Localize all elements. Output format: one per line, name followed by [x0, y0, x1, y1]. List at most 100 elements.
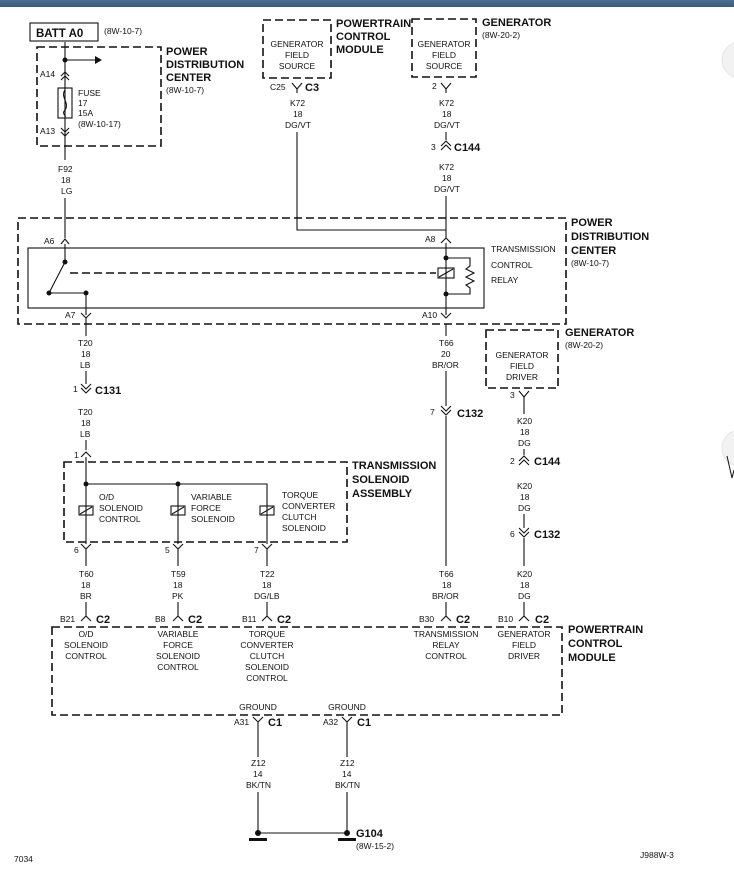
pcm-bottom-title-3: MODULE	[568, 652, 616, 664]
b30-connector-icon	[440, 614, 452, 622]
pcm-top-box-2: FIELD	[285, 50, 309, 60]
pcm-top-title-3: MODULE	[336, 44, 384, 56]
pcm-top-box-3: SOURCE	[279, 61, 316, 71]
pcm-ground-b-pin: A32	[323, 717, 338, 727]
pcm-b10-label-3: DRIVER	[508, 651, 540, 661]
pcm-b8-label-1: VARIABLE	[158, 629, 199, 639]
t66-a-2: 20	[441, 349, 451, 359]
pcm-b8-label-3: SOLENOID	[156, 651, 200, 661]
pcm-b11-conn: C2	[277, 614, 291, 626]
pcm-ground-b-conn: C1	[357, 717, 371, 729]
pcm-top-title-1: POWERTRAIN	[336, 18, 411, 30]
pdc-mid-ref: (8W-10-7)	[571, 258, 609, 268]
gen-mid-pin: 3	[510, 390, 515, 400]
gen-mid-ref: (8W-20-2)	[565, 340, 603, 350]
pcm-b11-label-2: CONVERTER	[240, 640, 293, 650]
sol3-label-1: TORQUE	[282, 490, 319, 500]
sol2-label-3: SOLENOID	[191, 514, 235, 524]
f92-wire-1: F92	[58, 164, 73, 174]
gen-top-connector-icon	[440, 82, 452, 93]
batt-arrow-icon	[95, 56, 102, 64]
gen-top-box-2: FIELD	[432, 50, 456, 60]
sol1-label-1: O/D	[99, 492, 114, 502]
t22-3: DG/LB	[254, 591, 280, 601]
gen-mid-box-2: FIELD	[510, 361, 534, 371]
gen-top-box-1: GENERATOR	[417, 39, 470, 49]
batt-label: BATT A0	[36, 28, 83, 40]
pcm-b8-label-2: FORCE	[163, 640, 193, 650]
footer-right: J988W-3	[640, 850, 674, 860]
footer-left: 7034	[14, 854, 33, 864]
t66-b-1: T66	[439, 569, 454, 579]
fuse-label-1: FUSE	[78, 88, 101, 98]
t20-b-1: T20	[78, 407, 93, 417]
pcm-ground-a-pin: A31	[234, 717, 249, 727]
t60-1: T60	[79, 569, 94, 579]
k20-b-1: K20	[517, 481, 532, 491]
k20-a-3: DG	[518, 438, 531, 448]
pdc-top-box	[36, 46, 162, 147]
pcm-b30-conn: C2	[456, 614, 470, 626]
pdc-top-title-1: POWER	[166, 46, 208, 58]
tsa-pin-in: 1	[74, 450, 79, 460]
pcm-b8-label-4: CONTROL	[157, 662, 199, 672]
sol3-coil-slash	[260, 506, 274, 515]
pdc-mid-pin-a10: A10	[422, 310, 437, 320]
t20-b-3: LB	[80, 429, 91, 439]
k72-gen-b-1: K72	[439, 162, 454, 172]
pdc-mid-pin-a6: A6	[44, 236, 55, 246]
t22-1: T22	[260, 569, 275, 579]
pcm-b8-conn: C2	[188, 614, 202, 626]
t59-1: T59	[171, 569, 186, 579]
pcm-top-box-1: GENERATOR	[270, 39, 323, 49]
edge-circle-mid	[721, 430, 734, 466]
pcm-top-conn: C3	[305, 82, 319, 94]
pcm-ground-b-label: GROUND	[328, 702, 366, 712]
c25-connector-icon	[291, 82, 303, 93]
sol2-label-2: FORCE	[191, 503, 221, 513]
sol2-coil	[170, 505, 186, 516]
c144-low: C144	[534, 456, 561, 468]
pcm-b10-label-1: GENERATOR	[497, 629, 550, 639]
pdc-mid-title-1: POWER	[571, 217, 613, 229]
pcm-b11-pin: B11	[242, 614, 257, 624]
sol1-label-2: SOLENOID	[99, 503, 143, 513]
pcm-b21-label-3: CONTROL	[65, 651, 107, 661]
pcm-b21-label-1: O/D	[78, 629, 93, 639]
fuse-label-4: (8W-10-17)	[78, 119, 121, 129]
a6-connector-icon	[60, 238, 70, 245]
a13-connector-icon	[60, 127, 70, 137]
b10-connector-icon	[518, 614, 530, 622]
gen-mid-title: GENERATOR	[565, 327, 634, 339]
c131-pin: 1	[73, 384, 78, 394]
c144-low-connector-icon	[518, 455, 530, 466]
t66-b-2: 18	[442, 580, 452, 590]
ground-b-icon	[338, 838, 356, 841]
fuse-box	[57, 87, 73, 119]
sol2-label-1: VARIABLE	[191, 492, 232, 502]
b8-connector-icon	[172, 614, 184, 622]
tsa-pin-6: 6	[74, 545, 79, 555]
c144-top: C144	[454, 142, 481, 154]
k20-b-3: DG	[518, 503, 531, 513]
batt-box	[29, 22, 99, 42]
relay-coil	[437, 267, 455, 279]
pcm-b21-label-2: SOLENOID	[64, 640, 108, 650]
z12-b-1: Z12	[340, 758, 355, 768]
pdc-top-pin-out: A13	[40, 126, 55, 136]
pdc-mid-title-3: CENTER	[571, 245, 616, 257]
sol3-coil	[259, 505, 275, 516]
pcm-b8-pin: B8	[155, 614, 166, 624]
pdc-top-title-2: DISTRIBUTION	[166, 59, 244, 71]
pcm-b21-conn: C2	[96, 614, 110, 626]
c132-mid-connector-icon	[440, 405, 452, 416]
k20-a-1: K20	[517, 416, 532, 426]
tsa-pin7-connector-icon	[261, 543, 273, 554]
tsa-pin-7: 7	[254, 545, 259, 555]
k72-pcm-wire	[296, 132, 446, 231]
gen-top-pin: 2	[432, 81, 437, 91]
z12-a-1: Z12	[251, 758, 266, 768]
t66-b-3: BR/OR	[432, 591, 459, 601]
z12-a-2: 14	[253, 769, 263, 779]
gen-top-ref: (8W-20-2)	[482, 30, 520, 40]
